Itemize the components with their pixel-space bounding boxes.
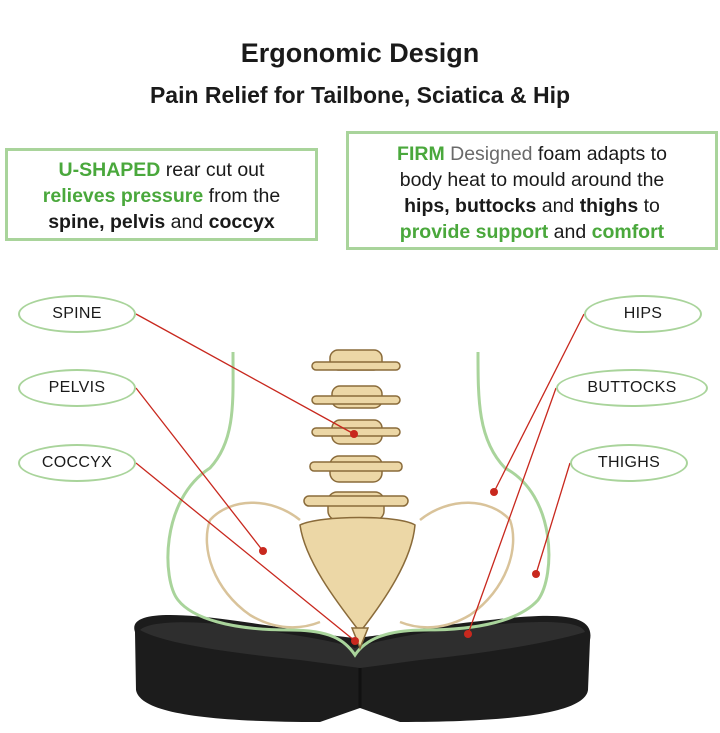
text: foam adapts to xyxy=(532,143,667,165)
thighs-bold: thighs xyxy=(579,195,639,217)
seat-cushion-image xyxy=(134,615,591,722)
firm-highlight: FIRM xyxy=(397,143,445,165)
text: and xyxy=(548,221,592,243)
provide-support-highlight: provide support xyxy=(399,221,549,243)
pelvis-bone-outline xyxy=(205,501,515,629)
relieves-pressure-highlight: relieves pressure xyxy=(42,185,204,207)
label-spine: SPINE xyxy=(18,295,136,333)
text: and xyxy=(165,211,209,233)
page-subtitle: Pain Relief for Tailbone, Sciatica & Hip xyxy=(149,82,571,108)
label-thighs: THIGHS xyxy=(570,444,688,482)
text: body heat to mould around the xyxy=(399,169,665,191)
text: to xyxy=(638,195,660,217)
spine-pelvis-bold: spine, pelvis xyxy=(48,211,166,233)
page-title: Ergonomic Design xyxy=(240,38,480,68)
text: and xyxy=(536,195,580,217)
label-pelvis: PELVIS xyxy=(18,369,136,407)
pointer-dots xyxy=(259,430,540,645)
coccyx-bold: coccyx xyxy=(208,211,275,233)
hips-buttocks-bold: hips, buttocks xyxy=(404,195,537,217)
comfort-highlight: comfort xyxy=(591,221,665,243)
spine-illustration xyxy=(299,349,416,651)
text: rear cut out xyxy=(160,159,265,181)
firm-foam-info-box: FIRM Designed foam adapts to body heat t… xyxy=(346,131,718,250)
u-shaped-highlight: U-SHAPED xyxy=(58,159,161,181)
label-hips: HIPS xyxy=(584,295,702,333)
label-buttocks: BUTTOCKS xyxy=(556,369,708,407)
pointer-lines xyxy=(135,313,585,642)
label-coccyx: COCCYX xyxy=(18,444,136,482)
designed-text: Designed xyxy=(444,143,533,165)
u-shaped-info-box: U-SHAPED rear cut out relieves pressure … xyxy=(5,148,318,241)
text: from the xyxy=(203,185,281,207)
body-outline xyxy=(166,351,551,658)
